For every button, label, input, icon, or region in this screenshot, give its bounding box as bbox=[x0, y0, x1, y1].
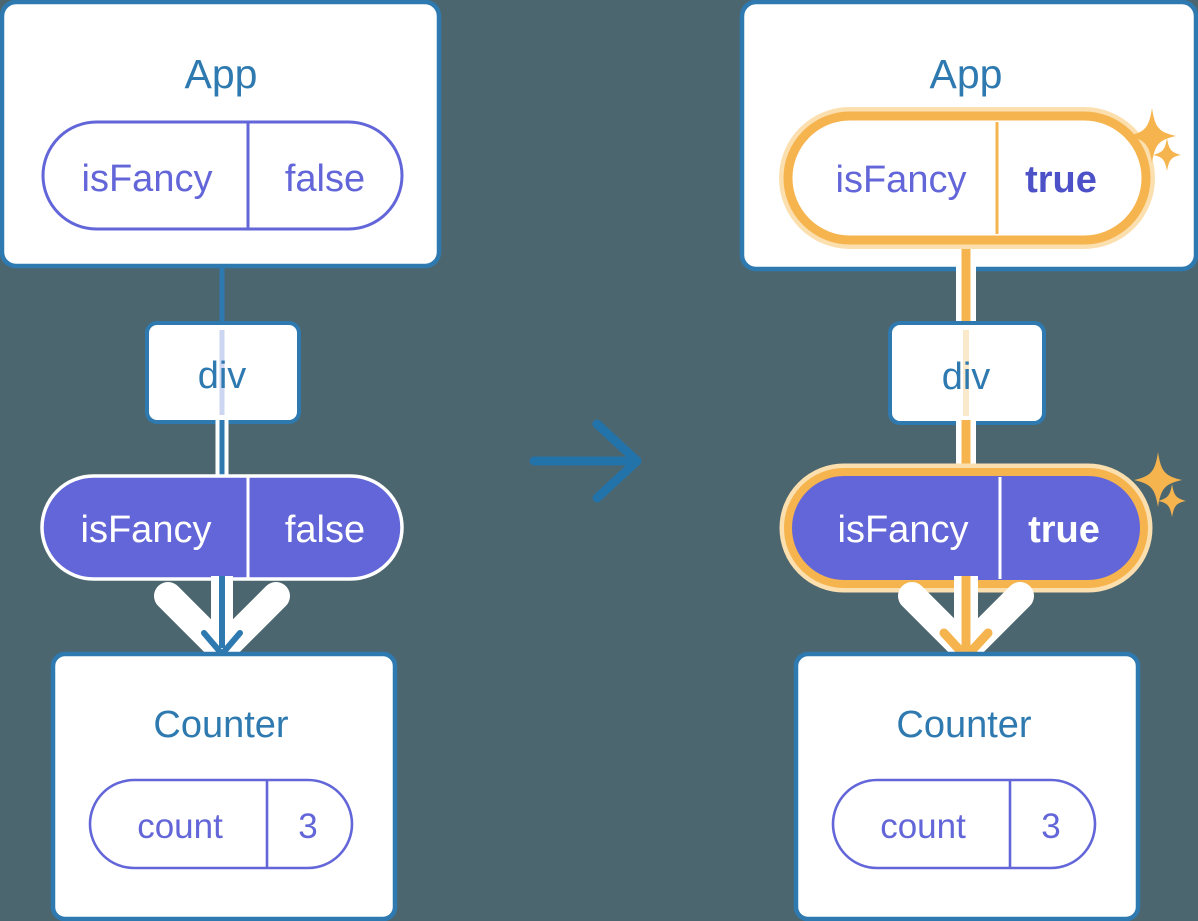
counter-state-pill-right-name: count bbox=[880, 807, 966, 846]
app-state-pill-right-name: isFancy bbox=[836, 159, 967, 201]
counter-state-pill-left-value: 3 bbox=[298, 807, 317, 846]
counter-box-left-title: Counter bbox=[153, 704, 289, 746]
prop-pill-right-value: true bbox=[1028, 509, 1100, 551]
app-box-left-title: App bbox=[185, 51, 258, 97]
prop-pill-left-name: isFancy bbox=[81, 509, 212, 551]
app-box-right-title: App bbox=[930, 51, 1003, 97]
sparkle-small-icon bbox=[1153, 138, 1181, 171]
sparkle-small-icon-lower bbox=[1158, 484, 1186, 517]
counter-box-right-title: Counter bbox=[896, 704, 1032, 746]
counter-state-pill-left bbox=[88, 778, 354, 870]
counter-state-pill-left-name: count bbox=[137, 807, 223, 846]
app-state-pill-left bbox=[41, 120, 404, 231]
app-state-pill-left-value: false bbox=[285, 158, 365, 200]
app-state-pill-right-ring bbox=[783, 111, 1151, 245]
app-state-pill-left-name: isFancy bbox=[82, 158, 213, 200]
sparkle-large-icon-lower bbox=[1134, 452, 1182, 507]
prop-pill-left-value: false bbox=[285, 509, 365, 551]
app-state-pill-right-value: true bbox=[1025, 159, 1097, 201]
counter-state-pill-right-value: 3 bbox=[1041, 807, 1060, 846]
div-node-right-label: div bbox=[942, 356, 991, 398]
prop-pill-right-name: isFancy bbox=[838, 509, 969, 551]
div-node-left-label: div bbox=[198, 355, 247, 397]
counter-state-pill-right bbox=[831, 778, 1097, 870]
sparkle-large-icon bbox=[1128, 108, 1176, 163]
transition-arrow-head-icon bbox=[592, 419, 642, 503]
